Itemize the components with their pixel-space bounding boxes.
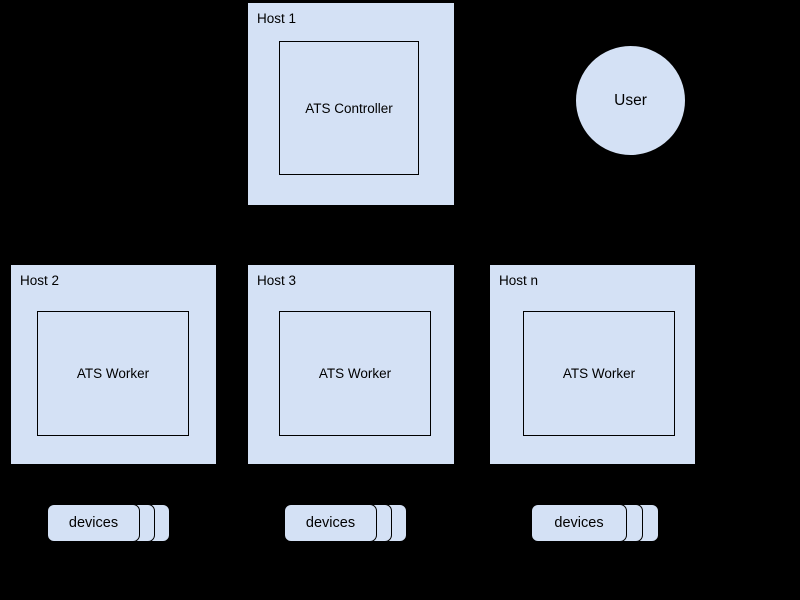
devices-sheet-front[interactable]: devices (531, 504, 627, 542)
devices-stack-host-n[interactable]: devices (531, 504, 659, 542)
devices-label-host-2: devices (68, 515, 119, 531)
devices-label-host-3: devices (305, 515, 356, 531)
service-box-ats-controller[interactable]: ATS Controller (279, 41, 419, 175)
host-box-host-n[interactable]: Host n ATS Worker (489, 264, 696, 465)
user-label: User (614, 91, 647, 109)
service-label-host-2-worker: ATS Worker (76, 366, 150, 381)
service-box-host-n-worker[interactable]: ATS Worker (523, 311, 675, 436)
host-box-host-1[interactable]: Host 1 ATS Controller (247, 2, 455, 206)
user-node[interactable]: User (575, 45, 686, 156)
service-label-host-n-worker: ATS Worker (562, 366, 636, 381)
devices-label-host-n: devices (554, 515, 604, 531)
host-box-host-3[interactable]: Host 3 ATS Worker (247, 264, 455, 465)
service-box-host-3-worker[interactable]: ATS Worker (279, 311, 431, 436)
devices-sheet-front[interactable]: devices (284, 504, 377, 542)
service-label-ats-controller: ATS Controller (305, 100, 393, 116)
service-box-host-2-worker[interactable]: ATS Worker (37, 311, 189, 436)
host-label-host-2: Host 2 (20, 273, 60, 288)
service-label-host-3-worker: ATS Worker (318, 366, 392, 381)
host-label-host-3: Host 3 (257, 273, 297, 288)
host-label-host-n: Host n (499, 273, 539, 288)
devices-sheet-front[interactable]: devices (47, 504, 140, 542)
host-box-host-2[interactable]: Host 2 ATS Worker (10, 264, 217, 465)
host-label-host-1: Host 1 (257, 11, 297, 26)
devices-stack-host-2[interactable]: devices (47, 504, 171, 542)
devices-stack-host-3[interactable]: devices (284, 504, 408, 542)
